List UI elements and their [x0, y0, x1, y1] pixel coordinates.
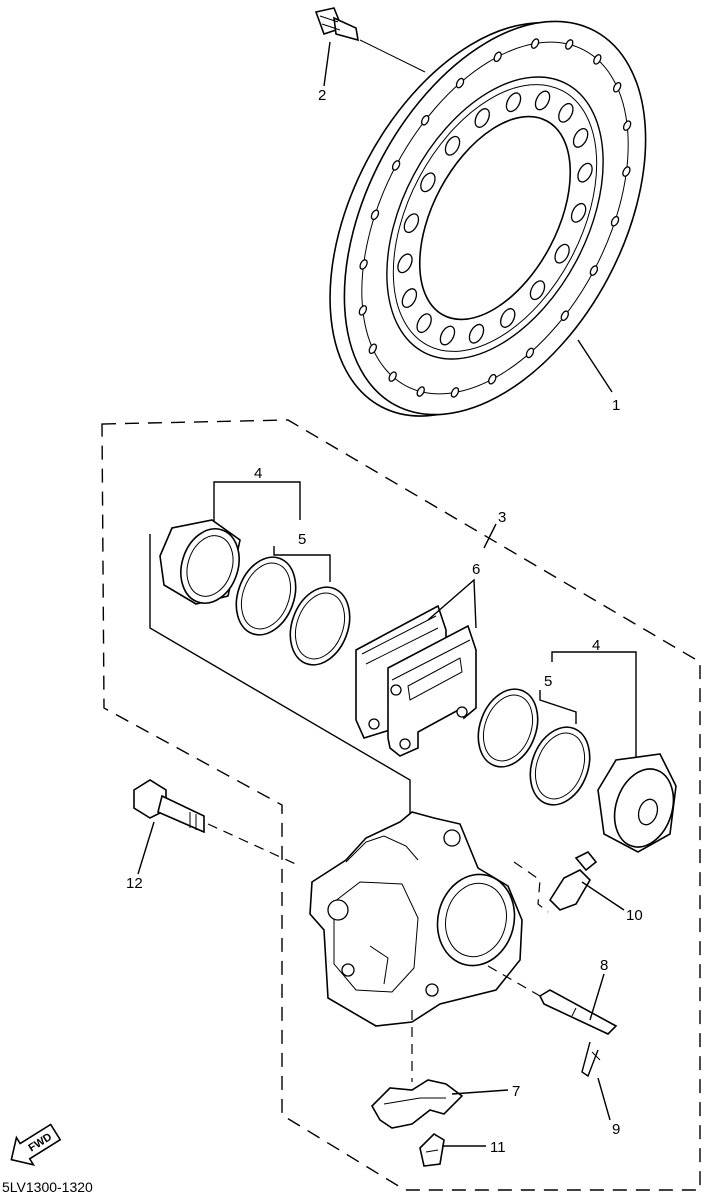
disc-vent-hole — [589, 265, 599, 276]
disc-vent-hole — [612, 81, 622, 93]
leader-4-left — [213, 481, 301, 522]
callout-10: 10 — [626, 907, 643, 924]
fwd-arrow-icon: FWD — [10, 1123, 62, 1166]
disc-vent-hole — [610, 215, 620, 227]
disc-bolt — [314, 7, 426, 73]
leader-7 — [451, 1089, 509, 1095]
disc-inner-hole — [554, 243, 570, 264]
leader-5-left — [273, 546, 331, 582]
leader-9 — [597, 1077, 611, 1121]
disc-vent-hole — [388, 371, 397, 382]
brake-disc — [329, 20, 647, 417]
caliper-bolt — [133, 779, 301, 867]
disc-inner-hole — [444, 135, 461, 156]
piston-left — [159, 519, 241, 605]
callout-1: 1 — [612, 397, 620, 414]
disc-vent-hole — [450, 387, 460, 398]
disc-vent-hole — [370, 209, 380, 221]
callout-4-left: 4 — [254, 465, 262, 482]
disc-inner-hole — [558, 102, 574, 123]
callout-3: 3 — [498, 509, 506, 526]
disc-inner-hole — [529, 280, 546, 301]
disc-inner-hole — [439, 325, 456, 346]
disc-vent-hole — [622, 166, 631, 177]
disc-vent-hole — [560, 310, 569, 321]
piston-seals-left — [235, 556, 351, 666]
disc-inner-hole — [570, 202, 587, 223]
disc-vent-hole — [525, 347, 535, 359]
callout-2: 2 — [318, 87, 326, 104]
disc-inner-hole — [572, 128, 589, 148]
leader-5-right — [539, 690, 577, 724]
disc-inner-hole — [505, 92, 522, 113]
callout-9: 9 — [612, 1121, 620, 1138]
callout-6: 6 — [472, 561, 480, 578]
diagram-code: 5LV1300-1320 — [2, 1179, 93, 1195]
disc-vent-hole — [455, 77, 465, 89]
disc-vent-hole — [421, 115, 430, 126]
disc-vent-hole — [493, 51, 502, 63]
caliper-body — [309, 811, 523, 1027]
caliper-assembly-outline — [101, 419, 701, 1191]
disc-inner-hole — [577, 162, 593, 183]
callout-4-right: 4 — [592, 637, 600, 654]
disc-vent-hole — [368, 343, 378, 355]
disc-vent-hole — [488, 373, 497, 385]
disc-inner-hole — [403, 213, 420, 234]
leader-8 — [589, 973, 605, 1021]
leader-4-right — [551, 651, 637, 765]
leader-6 — [427, 578, 477, 629]
disc-vent-hole — [622, 120, 632, 131]
disc-inner-hole — [474, 108, 490, 128]
disc-inner-hole — [500, 308, 516, 328]
leader-3 — [483, 523, 497, 549]
disc-vent-hole — [359, 259, 368, 270]
piston-seals-right — [477, 688, 591, 806]
leader-2 — [323, 41, 331, 87]
disc-inner-hole — [534, 90, 551, 111]
disc-inner-hole — [468, 323, 485, 344]
callout-8: 8 — [600, 957, 608, 974]
disc-vent-hole — [358, 305, 368, 316]
disc-vent-hole — [530, 38, 540, 49]
disc-inner-hole — [416, 313, 432, 334]
pad-clip — [419, 1132, 445, 1167]
brake-pads — [355, 604, 477, 757]
piston-right — [597, 753, 677, 853]
disc-vent-hole — [416, 386, 425, 397]
callout-12: 12 — [126, 875, 143, 892]
callout-7: 7 — [512, 1083, 520, 1100]
callout-5-left: 5 — [298, 531, 306, 548]
disc-inner-hole — [420, 172, 436, 193]
callout-5-right: 5 — [544, 673, 552, 690]
disc-vent-hole — [593, 54, 602, 65]
disc-inner-holes — [397, 90, 593, 346]
leader-12 — [137, 821, 155, 875]
pad-pin — [487, 965, 618, 1035]
pad-spring — [371, 1079, 464, 1129]
leader-10 — [581, 881, 625, 911]
disc-outer-holes — [358, 38, 632, 398]
r-clip — [581, 1041, 601, 1078]
disc-vent-hole — [565, 39, 574, 50]
leader-1 — [577, 339, 613, 393]
bleed-screw — [513, 850, 598, 913]
disc-inner-hole — [397, 253, 413, 274]
callout-11: 11 — [490, 1139, 506, 1156]
disc-inner-hole — [401, 288, 418, 308]
disc-vent-hole — [391, 160, 401, 171]
